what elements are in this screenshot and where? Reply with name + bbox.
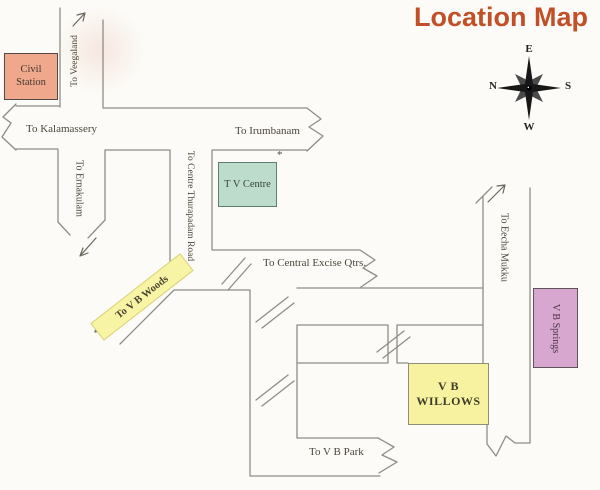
compass-south-label: S <box>564 80 572 92</box>
kalamassery-arrow-icon <box>1 103 17 151</box>
vb-park-arrow-icon <box>377 437 398 474</box>
vb-springs-box: V B Springs <box>533 288 578 368</box>
excise-arrow-icon <box>359 249 378 288</box>
direction-arrows <box>72 12 506 333</box>
road-label-kalamassery: To Kalamassery <box>26 123 98 135</box>
vb-willows-box: V B WILLOWS <box>408 363 489 425</box>
ernakulam-arrow-icon <box>79 237 97 257</box>
irumbanam-arrow-icon <box>306 107 324 152</box>
compass-west-label: W <box>523 121 535 133</box>
tv-centre-box: T V Centre <box>218 162 277 207</box>
eecha-arrow-icon <box>487 184 506 203</box>
vb-willows-label: V B WILLOWS <box>416 379 481 408</box>
road-label-thurapadam: To Centre Thurapadam Road <box>185 150 195 262</box>
compass-north-label: N <box>489 80 497 92</box>
road-label-central-excise: To Central Excise Qtrs. <box>263 257 367 269</box>
route-arrow-icons <box>1 103 398 474</box>
road-label-eecha-mukku: To Eecha Mukku <box>498 213 510 282</box>
road-label-vb-park: To V B Park <box>309 446 364 458</box>
civil-station-label: Civil Station <box>16 63 46 88</box>
tv-centre-marker-icon: * <box>277 149 283 161</box>
civil-station-box: Civil Station <box>4 53 58 100</box>
compass-star-icon <box>497 56 561 120</box>
road-break-marks <box>57 186 493 407</box>
compass-east-label: E <box>525 43 533 55</box>
page-title: Location Map <box>414 2 588 32</box>
road-label-ernakulam: To Ernakulam <box>73 160 85 217</box>
road-label-irumbanam: To Irumbanam <box>235 125 300 137</box>
road-label-veegaland: To Veegaland <box>70 35 80 87</box>
vb-springs-label: V B Springs <box>550 303 561 353</box>
tv-centre-label: T V Centre <box>224 179 271 190</box>
veegaland-arrow-icon <box>72 12 86 27</box>
